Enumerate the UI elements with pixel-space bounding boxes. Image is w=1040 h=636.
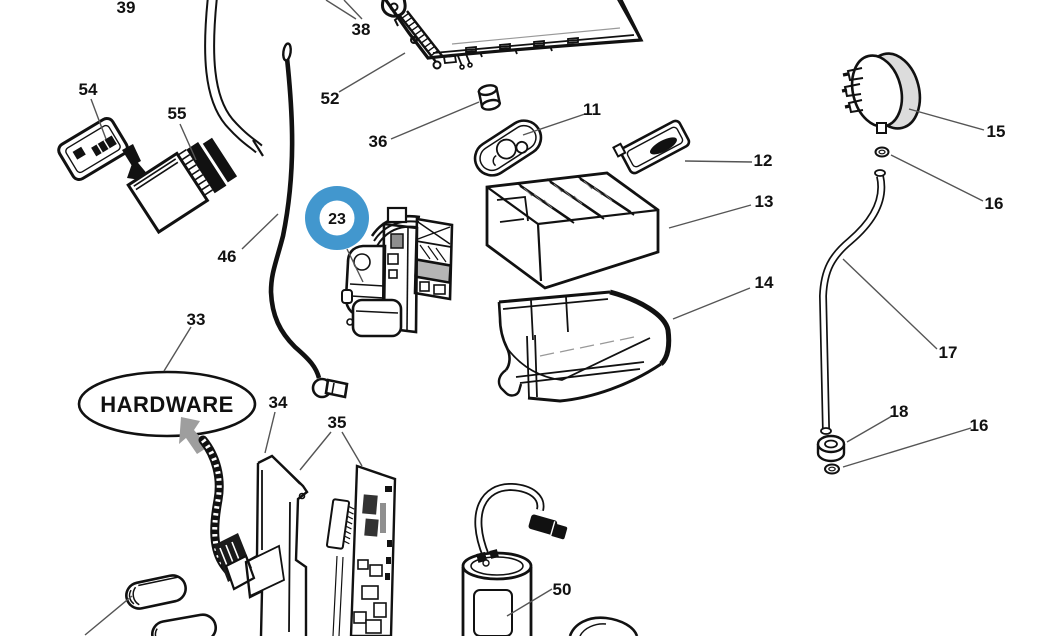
part-label-50: 50 [553,580,572,599]
part-label-16a: 16 [985,194,1004,213]
pcb-part-35 [325,464,397,636]
partial-part-bottom-right [568,616,639,636]
part-label-38: 38 [352,20,371,39]
tube-part-39 [204,0,264,157]
assembly-part-23 [341,206,454,338]
part-label-35: 35 [328,413,347,432]
oring-part-16a [874,146,890,158]
hardware-label: HARDWARE [100,392,234,417]
cylinder-part-36 [477,84,502,111]
part-label-39: 39 [117,0,136,17]
hardware-callout: HARDWARE [77,370,257,454]
gray-arrow [179,417,208,454]
oring-part-16b [824,463,840,475]
part-label-12: 12 [754,151,773,170]
part-label-17: 17 [939,343,958,362]
part-label-55: 55 [168,104,187,123]
box-part-13 [485,171,660,290]
scoop-part-14 [497,289,672,403]
button-ovals [84,574,218,636]
part-label-11: 11 [583,100,601,119]
part-label-15: 15 [987,122,1006,141]
part-label-16b: 16 [970,416,989,435]
rail-part-52 [393,10,473,70]
part-label-34: 34 [269,393,288,412]
part-label-18: 18 [890,402,909,421]
part-number-labels: 39 38 52 36 54 55 46 33 34 35 11 12 13 1… [79,0,1006,599]
part-label-33: 33 [187,310,206,329]
part-label-52: 52 [321,89,340,108]
nut-part-18 [816,434,846,463]
hinge-piece [380,0,407,18]
lid-part-12 [612,119,691,175]
cable-part-46 [268,42,349,399]
solenoid-part-55 [126,137,238,235]
switch-part-54 [57,116,129,182]
part-label-36: 36 [369,132,388,151]
bracket-part-34 [244,454,309,636]
hose-part-17 [818,169,886,435]
panel-part-38 [380,0,644,64]
tray-part-11 [473,119,543,177]
part-label-14: 14 [755,273,774,292]
highlight-circle-23: 23 [305,186,369,283]
part-label-54: 54 [79,80,98,99]
eprom-chip [325,498,355,550]
part-label-13: 13 [755,192,774,211]
part-label-23: 23 [328,211,346,228]
capacitor-part-50 [461,482,568,636]
cable-plug [311,377,349,399]
switch-part-15 [841,52,922,134]
leader-lines [90,0,985,617]
part-label-46: 46 [218,247,237,266]
